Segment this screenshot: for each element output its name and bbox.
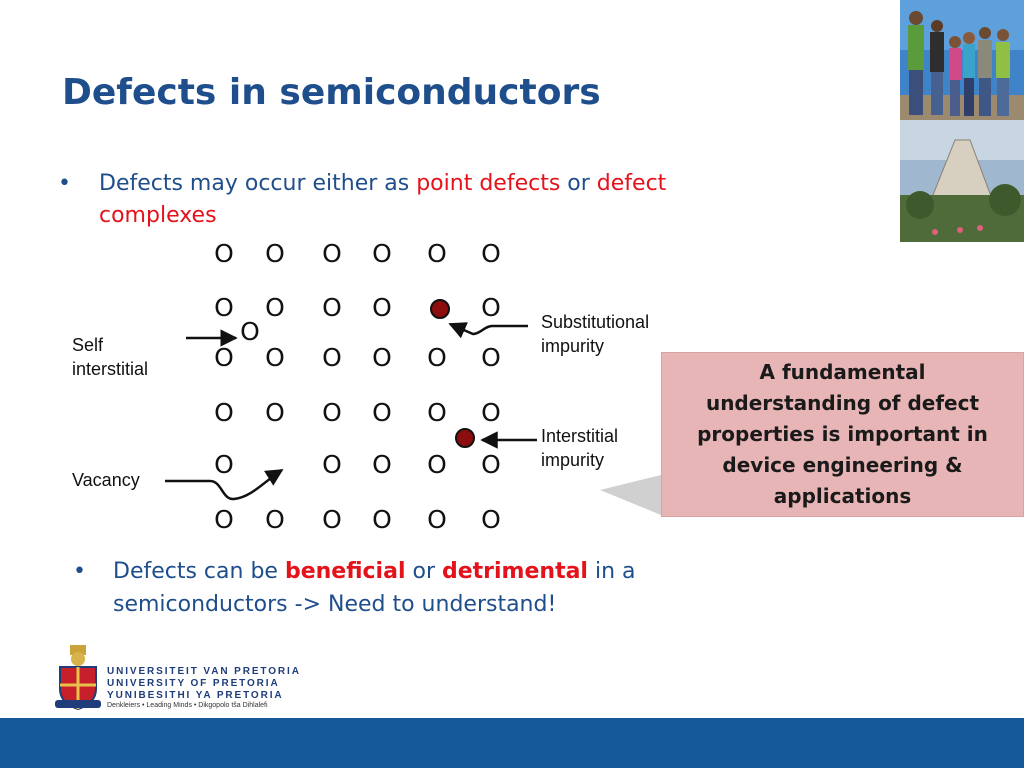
lattice-atom: O — [481, 450, 501, 479]
bullet-text-part: in a semiconductors -> Need to understan… — [113, 559, 636, 617]
lattice-atom: O — [322, 450, 342, 479]
lattice-atom: O — [214, 398, 234, 427]
slide-title: Defects in semiconductors — [62, 72, 601, 113]
self-interstitial-label: Self interstitial — [72, 333, 148, 381]
bullet-text-part: or — [560, 171, 597, 196]
detrimental-term: detrimental — [441, 559, 588, 584]
lattice-atom: O — [427, 239, 447, 268]
campus-photo — [900, 0, 1024, 242]
interstitial-impurity-atom — [455, 428, 475, 448]
substitutional-arrow — [448, 322, 528, 339]
self-interstitial-atom: O — [240, 317, 260, 346]
lattice-atom: O — [322, 293, 342, 322]
point-defects-term: point defects — [416, 171, 561, 196]
lattice-atom: O — [322, 505, 342, 534]
label-line: interstitial — [72, 359, 149, 379]
lattice-atom: O — [427, 450, 447, 479]
lattice-atom: O — [427, 505, 447, 534]
substitutional-impurity-label: Substitutional impurity — [541, 310, 649, 358]
lattice-atom: O — [372, 398, 392, 427]
lattice-atom: O — [214, 450, 234, 479]
defect-complexes-term: defect complexes — [99, 171, 667, 228]
lattice-atom: O — [481, 505, 501, 534]
callout-text: A fundamental understanding of defect pr… — [697, 360, 988, 508]
lattice-atom: O — [372, 239, 392, 268]
lattice-atom: O — [372, 505, 392, 534]
label-line: Interstitial — [541, 426, 619, 446]
substitutional-impurity-atom — [430, 299, 450, 319]
students-group-icon — [908, 11, 1010, 116]
lattice-atom: O — [214, 239, 234, 268]
vacancy-label: Vacancy — [72, 470, 140, 490]
bullet-text-part: Defects may occur either as — [99, 171, 417, 196]
university-name-line: YUNIBESITHI YA PRETORIA — [107, 690, 284, 701]
lattice-atom: O — [214, 343, 234, 372]
lattice-atom: O — [372, 293, 392, 322]
lattice-atom: O — [481, 239, 501, 268]
lattice-atom: O — [427, 343, 447, 372]
label-line: Substitutional — [541, 312, 650, 332]
callout-shadow — [600, 475, 661, 515]
lattice-atom: O — [214, 293, 234, 322]
lattice-atom: O — [214, 505, 234, 534]
university-name-line: UNIVERSITY OF PRETORIA — [107, 678, 280, 689]
label-line: impurity — [541, 450, 605, 470]
vacancy-arrow — [165, 468, 284, 501]
lattice-atom: O — [427, 398, 447, 427]
lattice-atom: O — [481, 293, 501, 322]
lattice-atom: O — [372, 450, 392, 479]
callout-box: A fundamental understanding of defect pr… — [661, 352, 1024, 517]
bullet-marker: • — [73, 559, 86, 584]
footer-bar — [0, 718, 1024, 768]
bullet-text-part: Defects can be — [113, 559, 285, 584]
bullet-text: Defects can be beneficial or detrimental… — [113, 555, 753, 621]
lattice-atom: O — [265, 398, 285, 427]
bullet-text: Defects may occur either as point defect… — [99, 168, 779, 232]
lattice-atom: O — [265, 343, 285, 372]
lattice-atom: O — [372, 343, 392, 372]
lattice-atom: O — [322, 239, 342, 268]
lattice-atom: O — [322, 398, 342, 427]
university-crest-icon — [55, 645, 101, 711]
lattice-atom: O — [265, 293, 285, 322]
university-name: UNIVERSITEIT VAN PRETORIA UNIVERSITY OF … — [107, 666, 301, 702]
interstitial-impurity-label: Interstitial impurity — [541, 424, 618, 472]
lattice-atom: O — [265, 505, 285, 534]
bullet-marker: • — [58, 171, 71, 196]
label-line: Self — [72, 335, 104, 355]
lattice-atom: O — [481, 343, 501, 372]
beneficial-term: beneficial — [284, 559, 406, 584]
bullet-text-part: or — [405, 559, 442, 584]
label-line: impurity — [541, 336, 605, 356]
university-motto: Denkleiers • Leading Minds • Dikgopolo t… — [107, 702, 268, 709]
lattice-atom: O — [265, 239, 285, 268]
university-name-line: UNIVERSITEIT VAN PRETORIA — [107, 666, 301, 677]
lattice-atom: O — [481, 398, 501, 427]
lattice-atom: O — [322, 343, 342, 372]
